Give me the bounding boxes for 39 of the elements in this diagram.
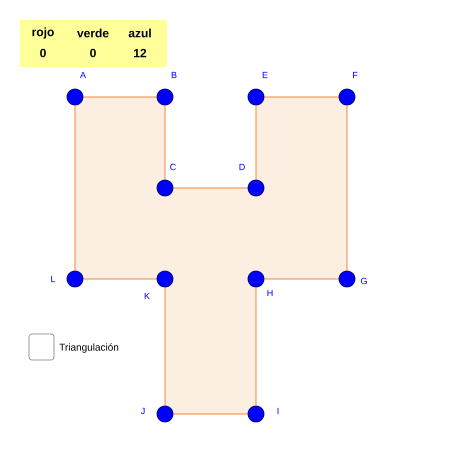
- point-label: D: [239, 164, 245, 170]
- label: verde: [77, 28, 109, 38]
- vertex-point: [248, 88, 264, 106]
- vertex-point: [248, 406, 264, 422]
- label: azul: [128, 28, 151, 38]
- polygon-side: [74, 104, 76, 272]
- point-label: J: [140, 408, 145, 414]
- vertex-point: [156, 270, 174, 288]
- polygon-side: [346, 104, 348, 272]
- point-label: F: [353, 72, 358, 78]
- polygon-side: [164, 104, 166, 180]
- polygon-side: [264, 278, 340, 280]
- polygon-side: [264, 96, 340, 98]
- vertex-point: [338, 88, 356, 106]
- vertex-point: [66, 270, 84, 288]
- point-label: H: [268, 290, 273, 296]
- count-table: rojo verde azul 0 0 12: [20, 20, 167, 67]
- vertex-point: [338, 270, 356, 288]
- vertex-point: [156, 406, 174, 422]
- vertex-point: [66, 88, 84, 106]
- point-label: G: [360, 278, 367, 284]
- label: 0: [40, 48, 46, 58]
- label: 0: [90, 48, 96, 58]
- checkbox-label: Triangulación: [59, 343, 118, 353]
- point-label: B: [172, 72, 177, 78]
- vertex-point: [248, 270, 264, 288]
- vertex-point: [156, 180, 174, 196]
- point-label: L: [51, 276, 56, 282]
- point-label: K: [144, 292, 150, 300]
- point-label: C: [170, 164, 176, 170]
- polygon-side: [164, 286, 166, 406]
- polygon-side: [82, 96, 158, 98]
- point-label: E: [262, 72, 268, 78]
- label: rojo: [32, 27, 54, 39]
- vertex-point: [156, 88, 174, 106]
- polygon-side: [82, 278, 158, 280]
- point-label: A: [80, 72, 86, 78]
- label: 12: [134, 48, 146, 58]
- vertex-point: [248, 180, 264, 196]
